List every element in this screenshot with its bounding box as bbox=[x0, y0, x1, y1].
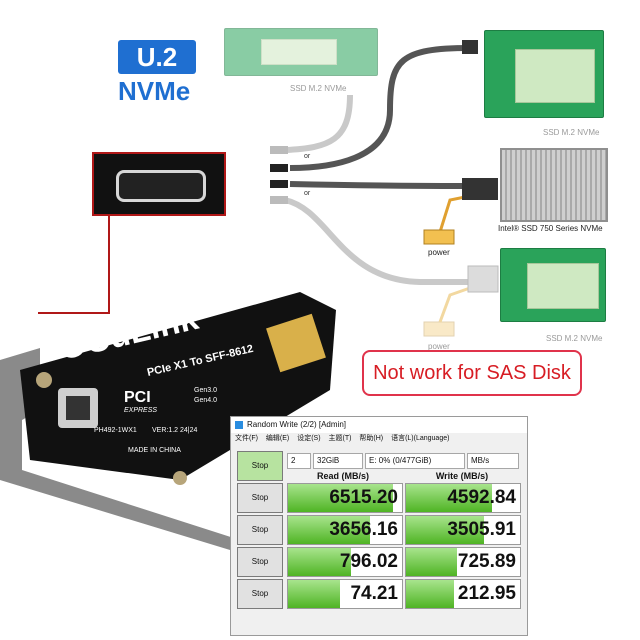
pci-logo: PCI bbox=[124, 389, 151, 406]
m2-adapter-board bbox=[224, 28, 378, 76]
m2-adapter-board bbox=[484, 30, 604, 118]
menu-language[interactable]: 语言(L)(Language) bbox=[391, 435, 450, 442]
menu-bar: 文件(F) 编辑(E) 设定(S) 主题(T) 帮助(H) 语言(L)(Lang… bbox=[231, 433, 527, 445]
u2-badge: U.2 bbox=[118, 40, 196, 74]
write-progress-bar bbox=[406, 580, 454, 608]
write-value: 4592.84 bbox=[447, 487, 516, 508]
or-label: or bbox=[304, 153, 311, 160]
m2-adapter-board bbox=[500, 248, 606, 322]
row-stop-button[interactable]: Stop bbox=[237, 579, 283, 609]
read-progress-bar bbox=[288, 548, 351, 576]
read-value: 796.02 bbox=[339, 551, 398, 572]
caption: Intel® SSD 750 Series NVMe bbox=[498, 224, 603, 233]
not-sas-note: Not work for SAS Disk bbox=[362, 350, 582, 396]
pci-express-label: EXPRESS bbox=[124, 407, 157, 414]
read-progress-bar bbox=[288, 484, 393, 512]
callout-line bbox=[108, 214, 110, 314]
gen4-label: Gen4.0 bbox=[194, 397, 217, 404]
read-progress-bar bbox=[288, 580, 341, 608]
row-stop-button[interactable]: Stop bbox=[237, 515, 283, 545]
nvme-label: NVMe bbox=[118, 76, 191, 106]
or-label: or bbox=[304, 190, 311, 197]
app-icon bbox=[235, 420, 243, 429]
size-select[interactable]: 32GiB bbox=[313, 453, 363, 469]
connector-zoom-box bbox=[92, 152, 226, 216]
write-result-cell: 3505.91 bbox=[405, 515, 521, 545]
read-value: 6515.20 bbox=[329, 487, 398, 508]
row-stop-button[interactable]: Stop bbox=[237, 547, 283, 577]
m2-slot bbox=[527, 263, 599, 309]
write-progress-bar bbox=[406, 484, 492, 512]
gen3-label: Gen3.0 bbox=[194, 387, 217, 394]
write-column-header: Write (MB/s) bbox=[435, 471, 489, 481]
read-value: 3656.16 bbox=[329, 519, 398, 540]
write-value: 725.89 bbox=[457, 551, 516, 572]
menu-help[interactable]: 帮助(H) bbox=[359, 435, 384, 442]
caption: SSD M.2 NVMe bbox=[543, 128, 600, 137]
power-label: power bbox=[428, 248, 450, 257]
oculink-port-closeup bbox=[116, 170, 206, 202]
window-titlebar: Random Write (2/2) [Admin] bbox=[231, 417, 527, 433]
menu-file[interactable]: 文件(F) bbox=[235, 435, 258, 442]
benchmark-window: Random Write (2/2) [Admin] 文件(F) 编辑(E) 设… bbox=[230, 416, 528, 636]
write-result-cell: 725.89 bbox=[405, 547, 521, 577]
write-result-cell: 212.95 bbox=[405, 579, 521, 609]
write-value: 212.95 bbox=[457, 583, 516, 604]
caption: SSD M.2 NVMe bbox=[290, 84, 347, 93]
read-progress-bar bbox=[288, 516, 371, 544]
write-progress-bar bbox=[406, 548, 458, 576]
read-result-cell: 6515.20 bbox=[287, 483, 403, 513]
read-result-cell: 796.02 bbox=[287, 547, 403, 577]
model-label: PH492-1WX1 bbox=[94, 427, 137, 434]
stop-all-button[interactable]: Stop bbox=[237, 451, 283, 481]
unit-select[interactable]: MB/s bbox=[467, 453, 519, 469]
write-progress-bar bbox=[406, 516, 484, 544]
write-value: 3505.91 bbox=[447, 519, 516, 540]
caption: SSD M.2 NVMe bbox=[546, 334, 603, 343]
callout-line bbox=[38, 312, 110, 314]
oculink-pcie-card: OCuLink PCIe X1 To SFF-8612 PCI EXPRESS … bbox=[0, 292, 336, 550]
menu-edit[interactable]: 编辑(E) bbox=[265, 435, 290, 442]
write-result-cell: 4592.84 bbox=[405, 483, 521, 513]
m2-slot bbox=[261, 39, 337, 65]
count-select[interactable]: 2 bbox=[287, 453, 311, 469]
read-result-cell: 3656.16 bbox=[287, 515, 403, 545]
drive-select[interactable]: E: 0% (0/477GiB) bbox=[365, 453, 465, 469]
power-label: power bbox=[428, 342, 450, 351]
version-label: VER:1.2 24|24 bbox=[152, 427, 198, 434]
m2-slot bbox=[515, 49, 595, 103]
read-column-header: Read (MB/s) bbox=[316, 471, 369, 481]
window-title: Random Write (2/2) [Admin] bbox=[247, 420, 346, 429]
made-in-label: MADE IN CHINA bbox=[128, 447, 181, 454]
menu-theme[interactable]: 主题(T) bbox=[328, 435, 352, 442]
read-result-cell: 74.21 bbox=[287, 579, 403, 609]
menu-settings[interactable]: 设定(S) bbox=[297, 435, 321, 442]
read-value: 74.21 bbox=[350, 583, 398, 604]
row-stop-button[interactable]: Stop bbox=[237, 483, 283, 513]
intel-ssd-heatsink bbox=[500, 148, 608, 222]
